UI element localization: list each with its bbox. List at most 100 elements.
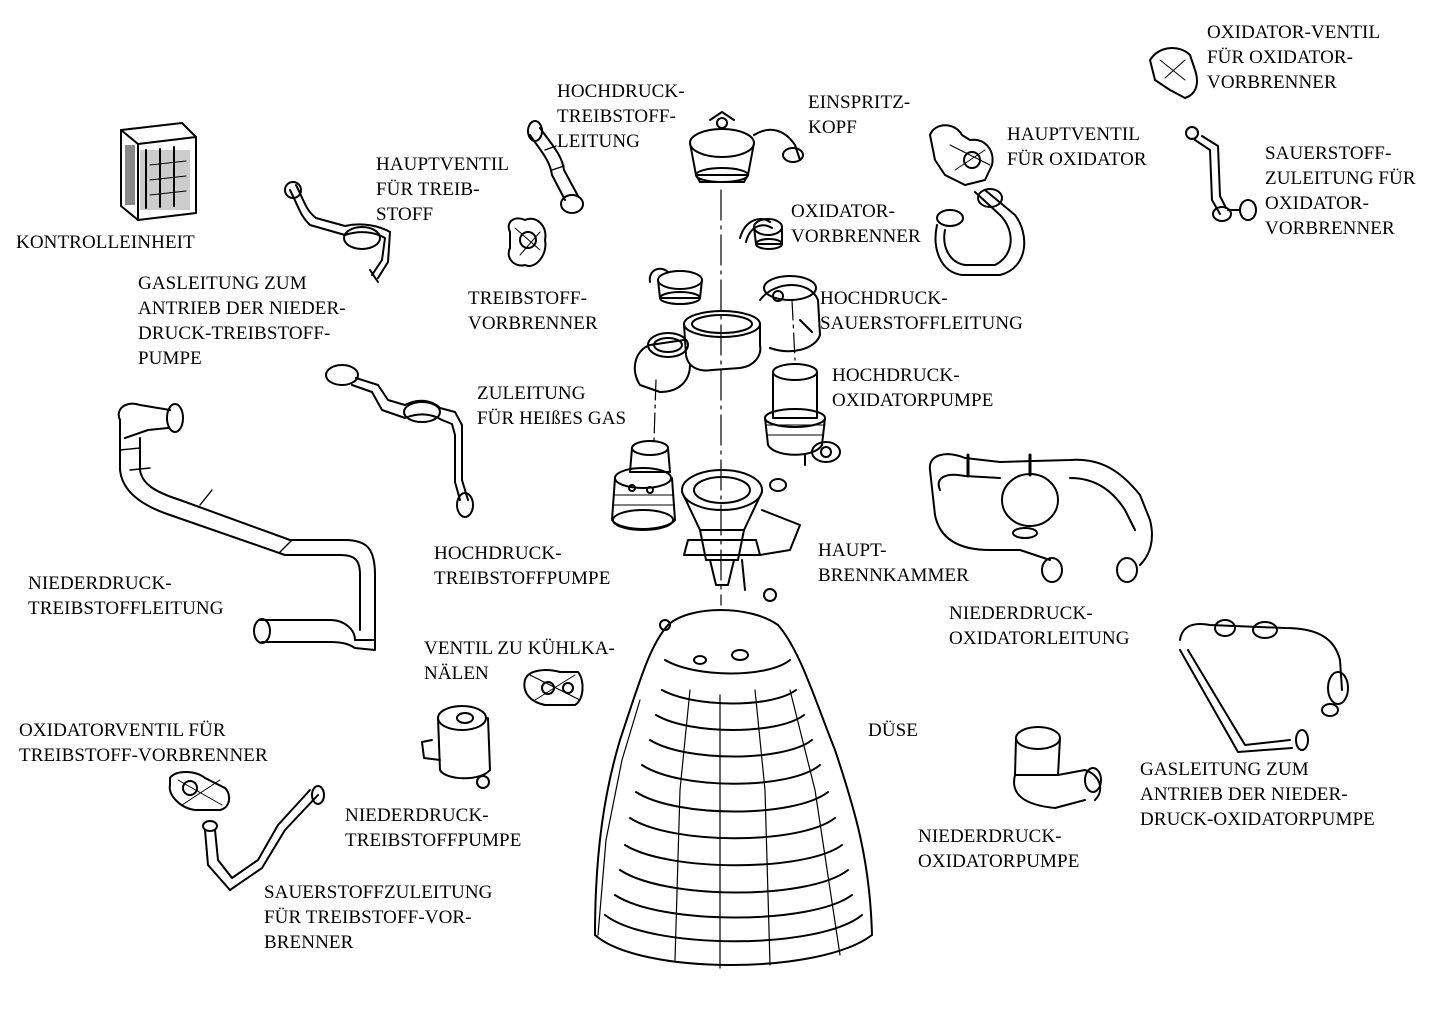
label-line: HAUPTVENTIL — [1007, 124, 1141, 145]
label-line: STOFF — [376, 204, 434, 225]
label-line: ANTRIEB DER NIEDER- — [138, 298, 346, 319]
oxidizer-preburner — [739, 218, 783, 250]
hot-gas-manifold — [633, 275, 821, 393]
label-line: BRENNER — [264, 932, 354, 953]
label-line: TREIBSTOFFLEITUNG — [28, 598, 224, 619]
label-line: NIEDERDRUCK- — [918, 826, 1062, 847]
label-nozzle: DÜSE — [868, 718, 918, 743]
label-line: DRUCK-OXIDATORPUMPE — [1140, 809, 1375, 830]
label-injector-head: EINSPRITZ- KOPF — [808, 90, 910, 140]
label-line: FÜR TREIB- — [376, 179, 480, 200]
label-main-combustion-chamber: HAUPT- BRENNKAMMER — [818, 538, 969, 588]
hot-gas-duct — [325, 364, 474, 518]
label-coolant-valve: VENTIL ZU KÜHLKA- NÄLEN — [424, 636, 615, 686]
label-line: NIEDERDRUCK- — [345, 805, 489, 826]
label-line: KONTROLLEINHEIT — [16, 232, 195, 253]
oxidizer-preburner-oxidizer-valve — [1149, 47, 1198, 99]
label-line: DRUCK-TREIBSTOFF- — [138, 323, 331, 344]
label-high-pressure-oxygen-line: HOCHDRUCK- SAUERSTOFFLEITUNG — [820, 286, 1023, 336]
label-line: NÄLEN — [424, 663, 489, 684]
label-fuel-preburner-oxygen-line: SAUERSTOFFZULEITUNG FÜR TREIBSTOFF-VOR- … — [264, 880, 493, 955]
label-main-oxidizer-valve: HAUPTVENTIL FÜR OXIDATOR — [1007, 122, 1147, 172]
label-hot-gas-manifold: ZULEITUNG FÜR HEIßES GAS — [477, 381, 626, 431]
label-low-pressure-fuel-pump: NIEDERDRUCK- TREIBSTOFFPUMPE — [345, 803, 521, 853]
label-line: DÜSE — [868, 720, 919, 741]
label-line: OXIDATOR- — [791, 201, 895, 222]
label-line: OXIDATORLEITUNG — [949, 628, 1130, 649]
label-line: KOPF — [808, 117, 857, 138]
label-line: OXIDATOR-VENTIL — [1207, 22, 1381, 43]
label-line: OXIDATORPUMPE — [832, 390, 994, 411]
label-line: VENTIL ZU KÜHLKA- — [424, 638, 615, 659]
label-line: HOCHDRUCK- — [434, 543, 562, 564]
label-line: OXIDATOR- — [1265, 193, 1369, 214]
label-line: VORBRENNER — [1265, 218, 1395, 239]
label-line: LEITUNG — [557, 131, 641, 152]
label-fuel-preburner-oxidizer-valve: OXIDATORVENTIL FÜR TREIBSTOFF-VORBRENNER — [19, 718, 268, 768]
label-line: VORBRENNER — [791, 226, 921, 247]
label-line: TREIBSTOFFPUMPE — [345, 830, 522, 851]
label-fuel-preburner: TREIBSTOFF- VORBRENNER — [468, 286, 598, 336]
label-line: TREIBSTOFF- — [557, 106, 676, 127]
low-pressure-fuel-pump — [421, 705, 491, 789]
fuel-preburner — [648, 267, 703, 305]
label-oxidizer-pump-drive-gas-line: GASLEITUNG ZUM ANTRIEB DER NIEDER- DRUCK… — [1140, 757, 1375, 832]
label-line: HOCHDRUCK- — [832, 365, 960, 386]
main-combustion-chamber — [681, 469, 801, 591]
label-line: FÜR OXIDATOR- — [1207, 47, 1354, 68]
high-pressure-fuel-line — [527, 120, 584, 214]
main-fuel-valve — [507, 217, 547, 267]
label-control-unit: KONTROLLEINHEIT — [16, 230, 195, 255]
label-line: NIEDERDRUCK- — [949, 603, 1093, 624]
label-line: SAUERSTOFFZULEITUNG — [264, 882, 493, 903]
label-line: HOCHDRUCK- — [820, 288, 948, 309]
label-line: SAUERSTOFF- — [1265, 143, 1392, 164]
label-line: BRENNKAMMER — [818, 565, 970, 586]
label-line: HAUPT- — [818, 540, 887, 561]
label-oxidizer-preburner-oxidizer-valve: OXIDATOR-VENTIL FÜR OXIDATOR- VORBRENNER — [1207, 20, 1380, 95]
label-high-pressure-fuel-pump: HOCHDRUCK- TREIBSTOFFPUMPE — [434, 541, 610, 591]
label-line: VORBRENNER — [468, 313, 598, 334]
label-high-pressure-oxidizer-pump: HOCHDRUCK- OXIDATORPUMPE — [832, 363, 993, 413]
low-pressure-fuel-line — [117, 402, 376, 651]
fuel-pump-drive-gas-line — [284, 181, 391, 283]
label-line: GASLEITUNG ZUM — [1140, 759, 1309, 780]
label-low-pressure-fuel-line: NIEDERDRUCK- TREIBSTOFFLEITUNG — [28, 571, 224, 621]
label-line: TREIBSTOFF- — [468, 288, 587, 309]
label-line: ANTRIEB DER NIEDER- — [1140, 784, 1348, 805]
oxidizer-valve-line — [934, 188, 1026, 276]
label-line: TREIBSTOFFPUMPE — [434, 568, 611, 589]
label-oxidizer-preburner: OXIDATOR- VORBRENNER — [791, 199, 921, 249]
label-line: SAUERSTOFFLEITUNG — [820, 313, 1023, 334]
coolant-valve — [523, 669, 584, 706]
control-unit — [120, 122, 197, 221]
fuel-preburner-oxidizer-valve — [168, 771, 231, 811]
label-line: HAUPTVENTIL — [376, 154, 510, 175]
high-pressure-fuel-pump — [611, 440, 676, 531]
label-oxidizer-preburner-oxygen-line: SAUERSTOFF- ZULEITUNG FÜR OXIDATOR- VORB… — [1265, 141, 1416, 241]
label-line: TREIBSTOFF-VORBRENNER — [19, 745, 268, 766]
label-line: NIEDERDRUCK- — [28, 573, 172, 594]
label-low-pressure-oxidizer-line: NIEDERDRUCK- OXIDATORLEITUNG — [949, 601, 1130, 651]
label-low-pressure-oxidizer-pump: NIEDERDRUCK- OXIDATORPUMPE — [918, 824, 1079, 874]
nozzle — [594, 588, 873, 969]
injector-head — [689, 111, 804, 183]
label-line: OXIDATORVENTIL FÜR — [19, 720, 226, 741]
label-line: ZULEITUNG FÜR — [1265, 168, 1416, 189]
label-line: EINSPRITZ- — [808, 92, 911, 113]
label-line: OXIDATORPUMPE — [918, 851, 1080, 872]
oxidizer-pump-drive-gas-line — [1179, 619, 1349, 753]
label-line: FÜR TREIBSTOFF-VOR- — [264, 907, 472, 928]
label-line: FÜR OXIDATOR — [1007, 149, 1147, 170]
label-line: HOCHDRUCK- — [557, 81, 685, 102]
high-pressure-oxygen-line-stub — [799, 319, 813, 333]
label-fuel-pump-drive-gas-line: GASLEITUNG ZUM ANTRIEB DER NIEDER- DRUCK… — [138, 271, 346, 371]
low-pressure-oxidizer-line — [928, 453, 1153, 583]
high-pressure-oxidizer-pump — [764, 363, 841, 466]
fuel-preburner-oxygen-line — [202, 785, 325, 891]
label-line: ZULEITUNG — [477, 383, 586, 404]
label-main-fuel-valve: HAUPTVENTIL FÜR TREIB- STOFF — [376, 152, 509, 227]
oxidizer-preburner-oxygen-line — [1185, 126, 1257, 222]
